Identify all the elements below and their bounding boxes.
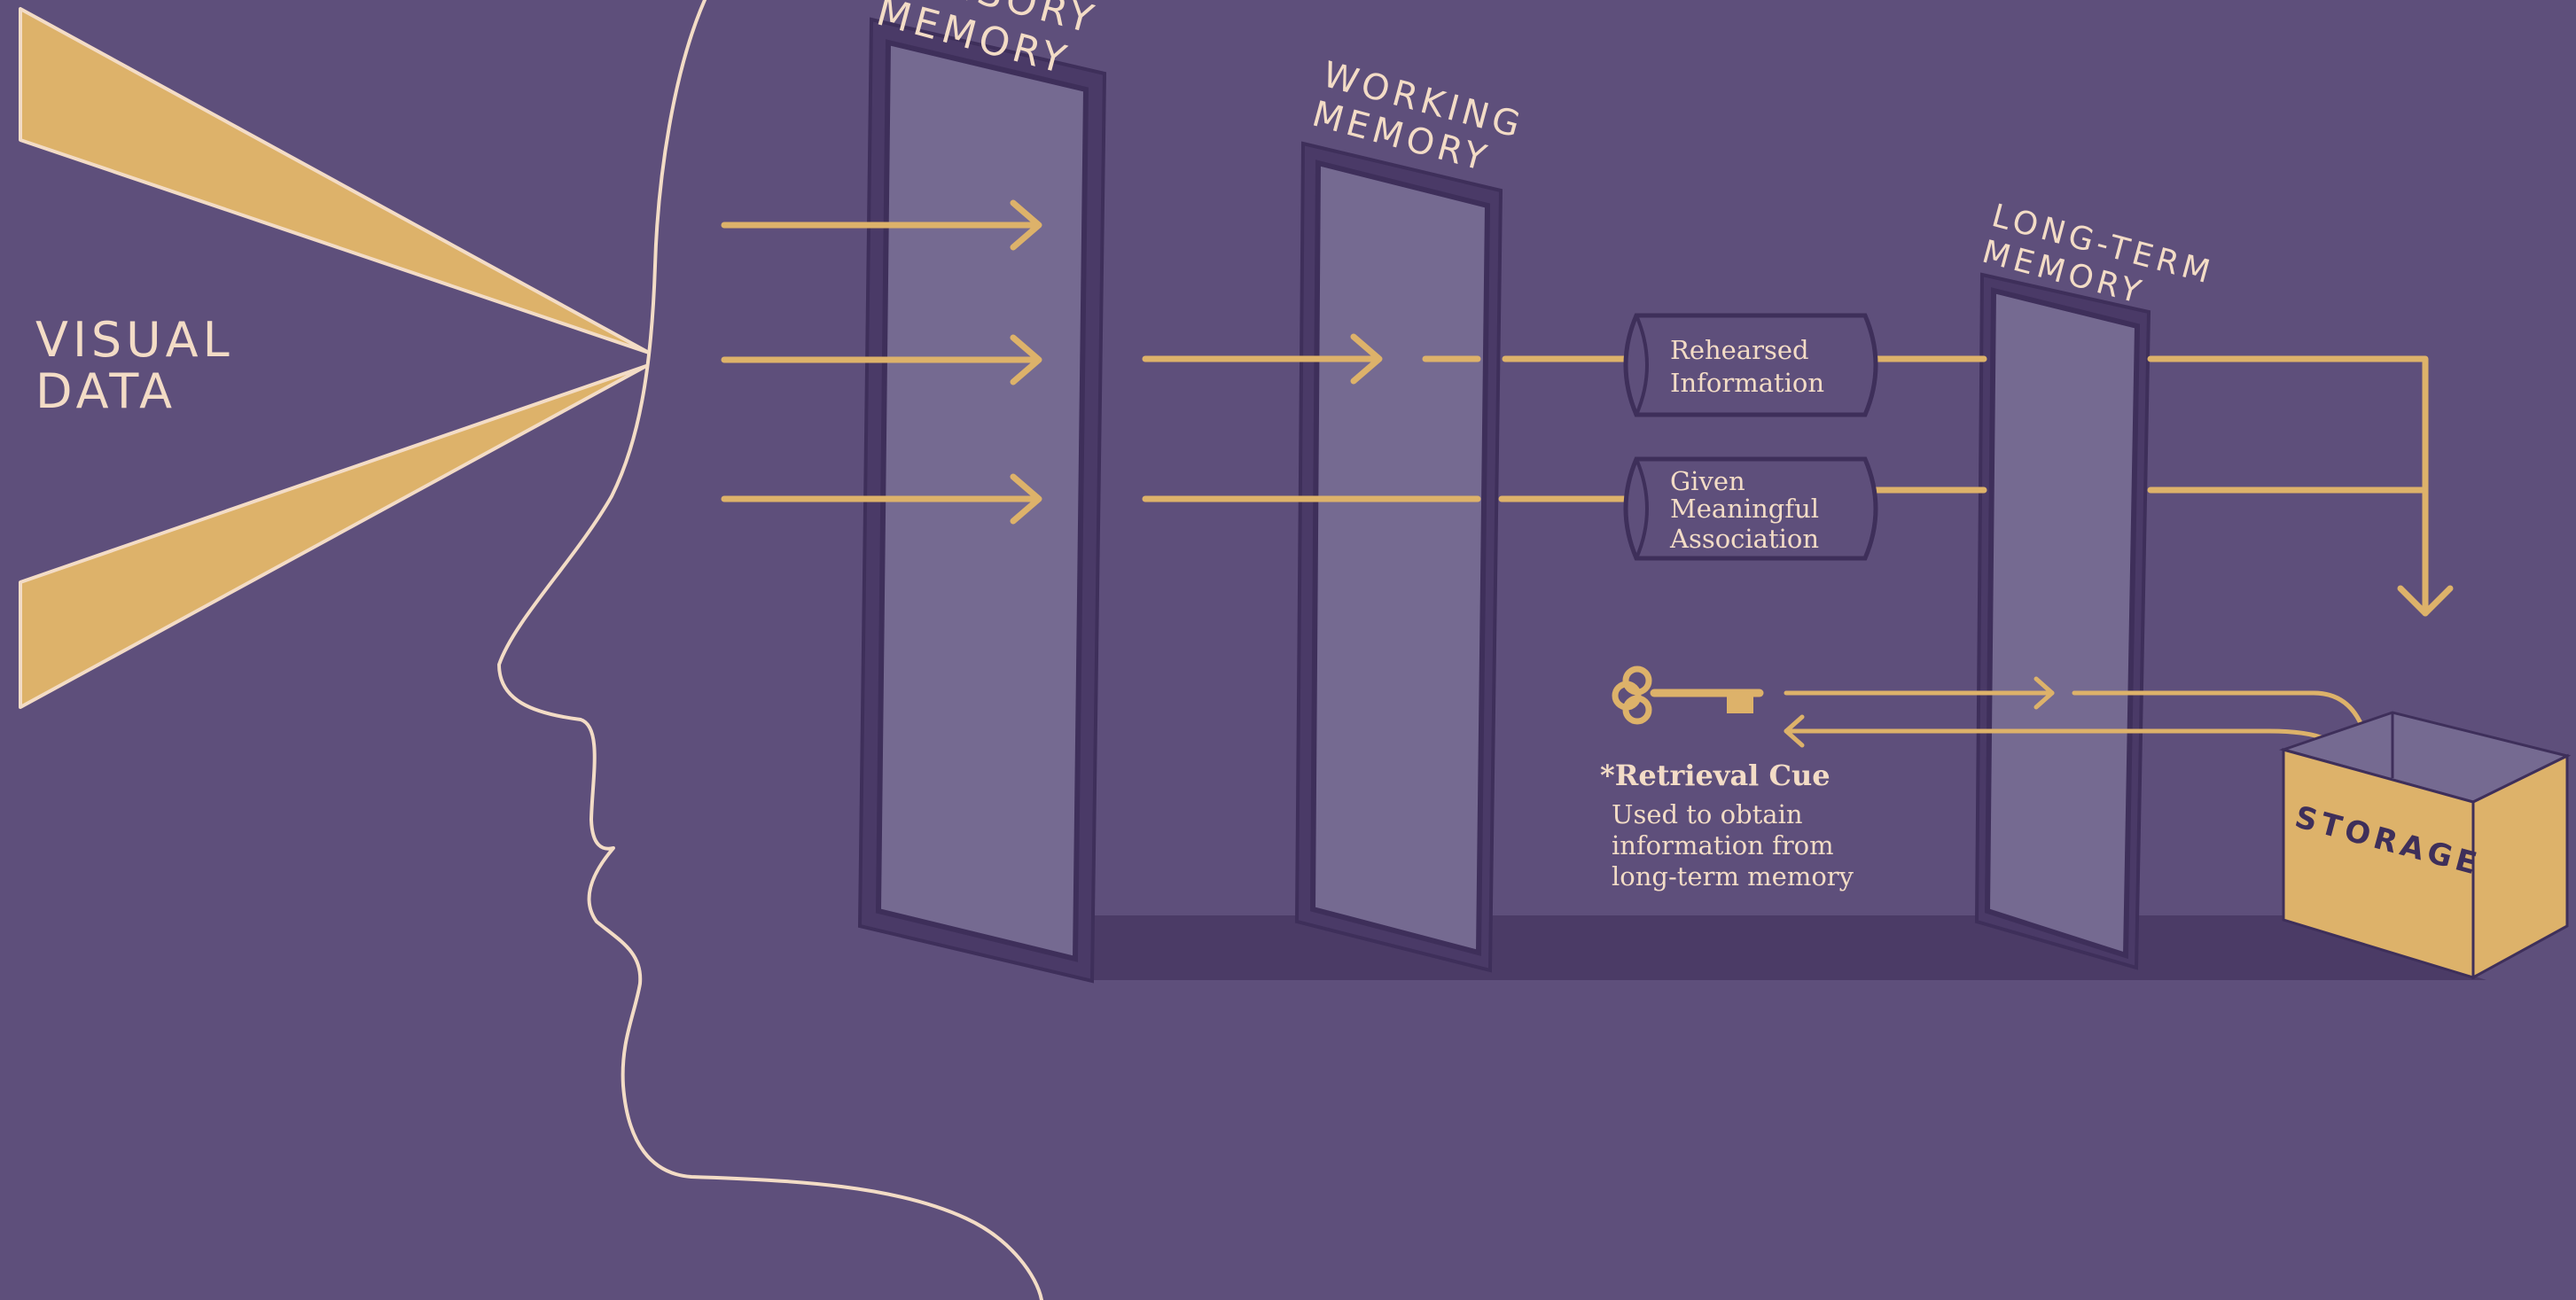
head-profile-outline xyxy=(497,0,1043,1300)
working-flows xyxy=(1142,333,1635,502)
long-term-memory-door xyxy=(1974,272,2151,970)
input-arrow-1-head xyxy=(1010,199,1042,251)
storage-flows xyxy=(1872,355,2454,617)
input-arrow-2-head xyxy=(1010,334,1042,385)
working-memory-door xyxy=(1294,141,1503,973)
retrieval-out-arrow-head xyxy=(2033,676,2055,710)
input-arrows xyxy=(721,199,1042,525)
rehearsed-to-storage xyxy=(2147,355,2429,617)
floor-shadow xyxy=(1086,915,2486,980)
retrieval-cue-title: *Retrieval Cue xyxy=(1600,759,1831,792)
box-icon xyxy=(2278,711,2572,980)
key-icon xyxy=(1612,666,1764,725)
meaningful-association-box xyxy=(1623,456,1878,561)
light-beam-upper xyxy=(19,7,651,354)
storage-arrow-head xyxy=(2397,585,2454,617)
storage-box-side xyxy=(2471,753,2569,980)
input-arrow-3-head xyxy=(1010,473,1042,525)
light-beam-lower xyxy=(19,364,648,709)
rehearsed-information-box xyxy=(1623,313,1878,417)
retrieval-back-arrow-head xyxy=(1784,714,1805,748)
to-working-arrow-head xyxy=(1350,333,1383,385)
